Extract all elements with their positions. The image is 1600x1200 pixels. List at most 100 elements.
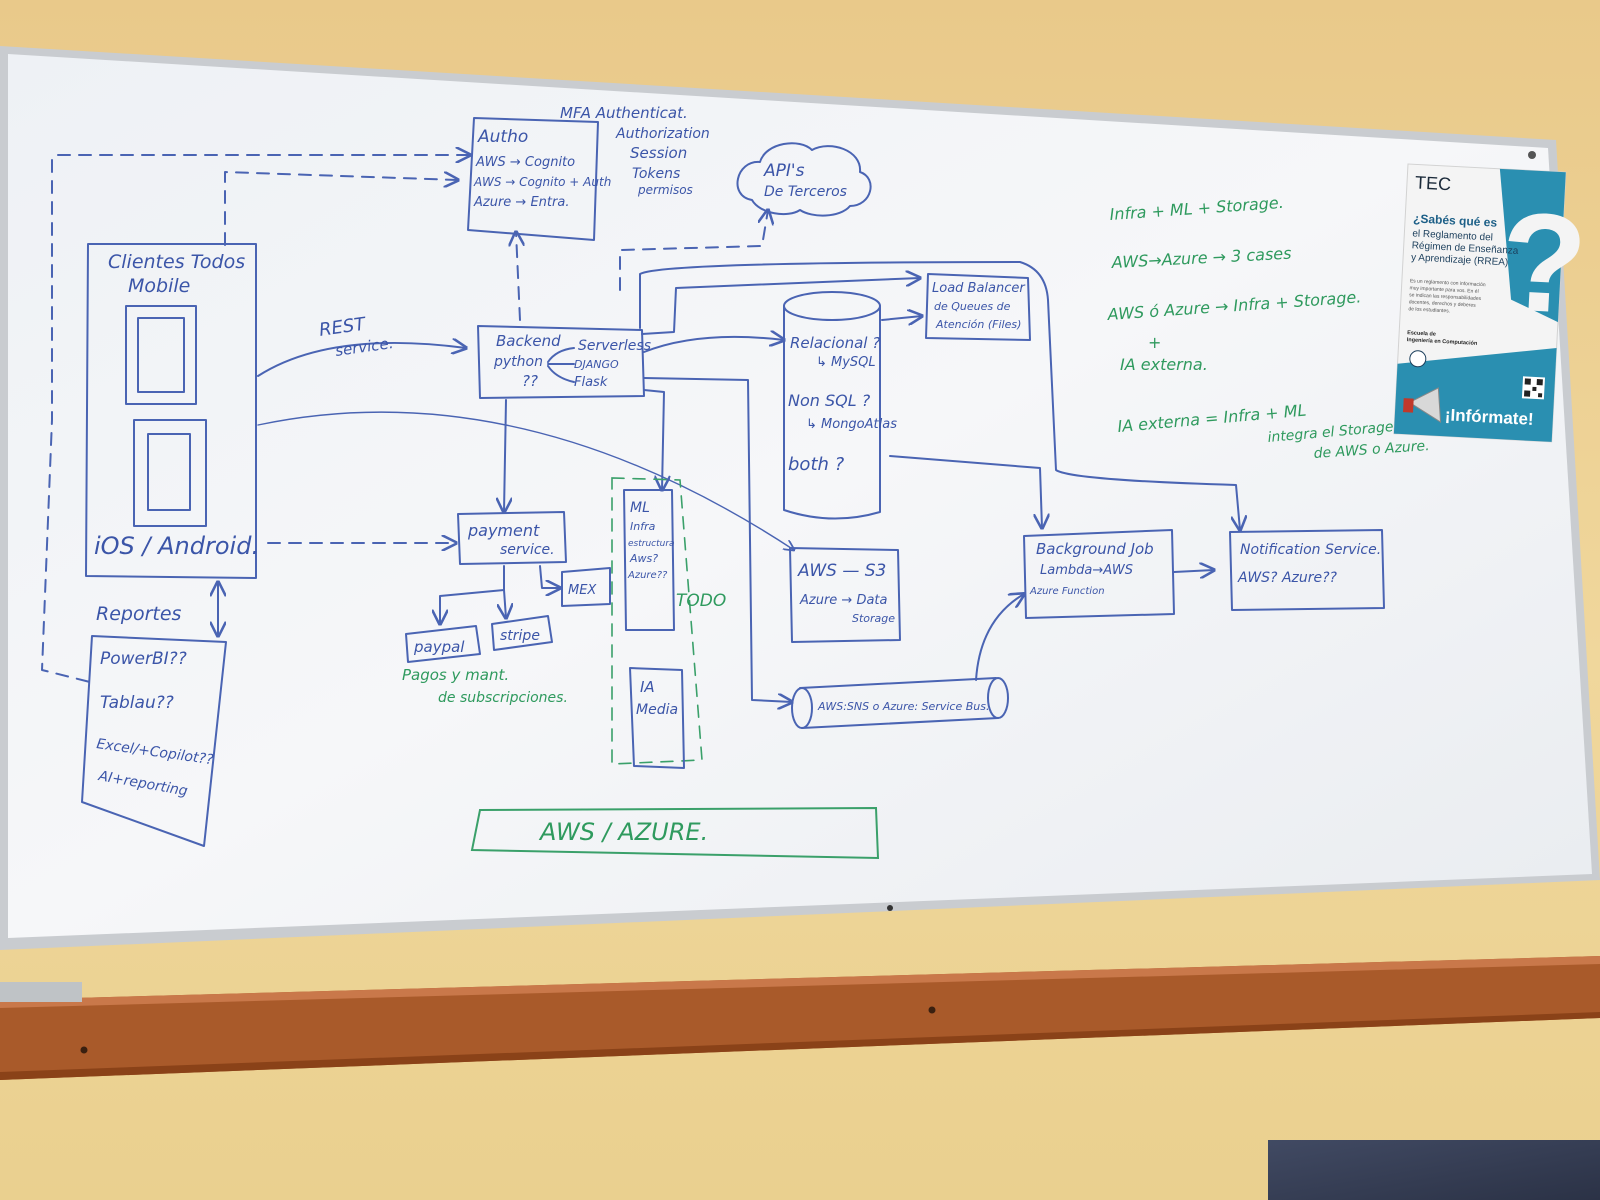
s3-line-1: AWS — S3 — [797, 561, 886, 581]
backend-lang: python — [493, 354, 543, 370]
ia-line-2: Media — [636, 702, 678, 718]
payment-note-2: de subscripciones. — [438, 690, 568, 706]
payment-line-1: payment — [467, 521, 540, 540]
whiteboard-surface — [8, 54, 1592, 938]
auth-note-3: Tokens — [632, 166, 680, 182]
ml-infra-box: ML Infra estructura Aws? Azure?? — [623, 489, 675, 631]
green-note-4: + — [1148, 333, 1161, 352]
queue-to-background-arrow — [975, 594, 1024, 681]
payment-service-box: payment service. — [457, 511, 567, 565]
ia-media-box: IA Media — [629, 667, 685, 769]
load-balancer-box: Load Balancer de Queues de Atención (Fil… — [925, 273, 1031, 341]
backend-to-notification-line — [639, 261, 1240, 530]
auth-line-3: Azure → Entra. — [473, 195, 569, 210]
marker-tray-clip — [0, 982, 82, 1002]
apis-label-2: De Terceros — [764, 184, 847, 200]
backend-to-payment-arrow — [504, 399, 506, 512]
clients-title-1: Clientes Todos — [108, 251, 245, 273]
stripe-label: stripe — [500, 628, 540, 644]
database-cylinder: Relacional ? ↳ MySQL Non SQL ? ↳ MongoAt… — [783, 291, 897, 520]
backend-fw-2: DJANGO — [574, 358, 619, 371]
bg-line-3: Azure Function — [1029, 586, 1105, 597]
dashed-link-auth-2 — [224, 171, 458, 246]
rest-arrow — [257, 343, 466, 377]
db-line-4: ↳ MongoAtlas — [806, 417, 897, 432]
backend-fw-3: Flask — [574, 375, 608, 390]
poster-brand: TEC — [1415, 172, 1452, 194]
payment-note-1: Pagos y mant. — [402, 666, 509, 684]
ml-line-5: Azure?? — [627, 570, 668, 581]
db-line-3: Non SQL ? — [788, 391, 871, 410]
lb-line-2: de Queues de — [934, 300, 1011, 313]
backend-title: Backend — [496, 332, 561, 350]
backend-box: Backend python ?? Serverless DJANGO Flas… — [477, 325, 651, 399]
queue-label: AWS:SNS o Azure: Service Bus. — [817, 700, 989, 713]
megaphone-icon — [1408, 387, 1442, 424]
backend-to-lb-arrow — [641, 278, 920, 335]
reportes-title: Reportes — [96, 603, 182, 625]
payment-to-mex — [539, 565, 560, 588]
mex-box: MEX — [561, 567, 611, 607]
backend-to-queue-arrow — [643, 377, 792, 702]
poster-body-4: docentes, derechos y deberes — [1409, 299, 1477, 309]
poster-body-1: Es un reglamento con información — [1410, 278, 1486, 288]
payment-to-stripe — [504, 589, 506, 618]
notif-line-1: Notification Service. — [1240, 542, 1381, 558]
backend-to-db-arrow — [643, 337, 784, 353]
ia-line-1: IA — [640, 678, 655, 696]
auth-header: MFA Authenticat. — [560, 104, 688, 122]
ml-dashed-container — [611, 477, 703, 765]
paypal-label: paypal — [413, 638, 465, 656]
paypal-box: paypal — [405, 625, 481, 663]
s3-line-2: Azure → Data — [799, 593, 888, 608]
clients-platforms: iOS / Android. — [94, 532, 259, 560]
poster-question-mark-icon: ? — [1497, 182, 1591, 343]
queue-tube: AWS:SNS o Azure: Service Bus. — [791, 677, 1009, 729]
poster-school-2: Ingeniería en Computación — [1407, 337, 1478, 347]
ml-line-2: Infra — [630, 520, 656, 533]
board-screw — [1528, 151, 1536, 159]
db-line-5: both ? — [788, 454, 845, 475]
cloud-platform-label: AWS / AZURE. — [538, 818, 708, 846]
reportes-line-1: PowerBI?? — [100, 649, 187, 669]
whiteboard: Clientes Todos Mobile iOS / Android. RES… — [0, 46, 1600, 950]
bg-line-1: Background Job — [1036, 540, 1154, 558]
poster-question: ¿Sabés qué es — [1413, 211, 1498, 229]
stripe-box: stripe — [491, 615, 553, 651]
payment-to-paypal — [440, 565, 505, 624]
phone-icon-2 — [133, 419, 207, 527]
poster-cta: ¡Infórmate! — [1444, 405, 1534, 429]
backend-to-apis-dashed — [619, 210, 768, 291]
backend-to-auth-dashed — [516, 232, 520, 321]
notif-line-2: AWS? Azure?? — [1237, 570, 1338, 586]
wooden-ledge — [0, 956, 1600, 1080]
lb-line-3: Atención (Files) — [935, 318, 1021, 331]
mex-label: MEX — [568, 583, 597, 598]
backend-fw-1: Serverless — [578, 338, 651, 354]
auth-note-1: Authorization — [615, 126, 710, 142]
rrea-poster: ? TEC ¿Sabés qué es el Reglamento del Ré… — [1393, 163, 1591, 443]
ml-line-1: ML — [630, 500, 650, 516]
table-corner — [1268, 1140, 1600, 1200]
phone-icon-1 — [125, 305, 197, 405]
clients-title-2: Mobile — [128, 275, 190, 297]
poster-subtitle-3: y Aprendizaje (RREA) — [1411, 252, 1509, 268]
todo-label: TODO — [676, 591, 726, 611]
db-to-lb-arrow — [881, 316, 922, 320]
backend-unknown: ?? — [522, 372, 538, 390]
poster-school-1: Escuela de — [1407, 330, 1436, 337]
poster-subtitle-1: el Reglamento del — [1412, 228, 1493, 243]
backend-to-ml-arrow — [643, 389, 664, 490]
auth-note-2: Session — [630, 144, 687, 162]
cloud-platform-bar: AWS / AZURE. — [470, 806, 880, 860]
ml-line-3: estructura — [628, 539, 675, 549]
dashed-link-left — [41, 159, 91, 683]
background-to-notification-arrow — [1173, 570, 1214, 572]
auth-box: MFA Authenticat. Autho AWS → Cognito AWS… — [467, 104, 688, 241]
ml-line-4: Aws? — [629, 552, 658, 565]
reportes-line-2: Tablau?? — [100, 693, 174, 713]
auth-line-2: AWS → Cognito + Auth — [473, 175, 611, 189]
db-line-1: Relacional ? — [790, 334, 880, 352]
green-note-5: IA externa. — [1120, 355, 1208, 374]
poster-body-3: se indican las responsabilidades — [1409, 292, 1482, 302]
